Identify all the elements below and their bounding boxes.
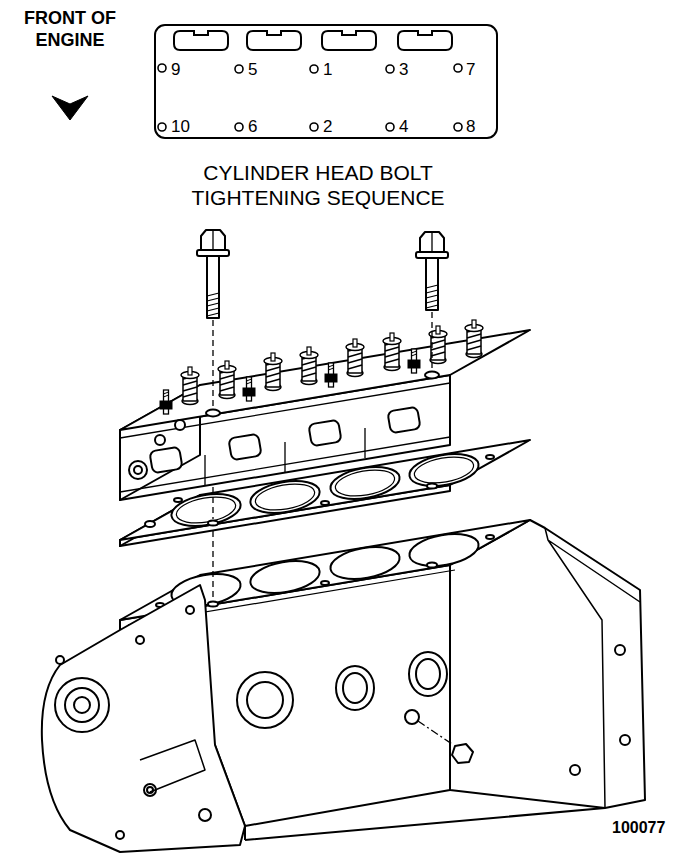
sequence-number: 2 — [323, 118, 332, 135]
valve-springs — [181, 320, 483, 405]
bolt-hole-marks — [158, 64, 462, 131]
bolt-centre-lines — [213, 312, 432, 600]
front-of-engine-label: FRONT OF ENGINE — [22, 8, 118, 51]
engine-block — [42, 520, 645, 852]
sequence-number: 4 — [399, 118, 408, 135]
gasket-outline-inset — [155, 25, 497, 138]
inset-caption: CYLINDER HEAD BOLT TIGHTENING SEQUENCE — [148, 160, 488, 210]
sequence-number: 5 — [248, 61, 257, 78]
sequence-number: 8 — [466, 118, 475, 135]
sequence-number: 1 — [323, 61, 332, 78]
figure-number: 100077 — [612, 820, 665, 836]
sequence-number: 7 — [466, 61, 475, 78]
sequence-number: 10 — [171, 118, 190, 135]
head-bolts — [197, 230, 448, 318]
sequence-number: 9 — [171, 61, 180, 78]
sequence-number: 3 — [399, 61, 408, 78]
rocker-studs — [160, 349, 420, 414]
sequence-number: 6 — [248, 118, 257, 135]
front-arrow — [52, 96, 88, 120]
